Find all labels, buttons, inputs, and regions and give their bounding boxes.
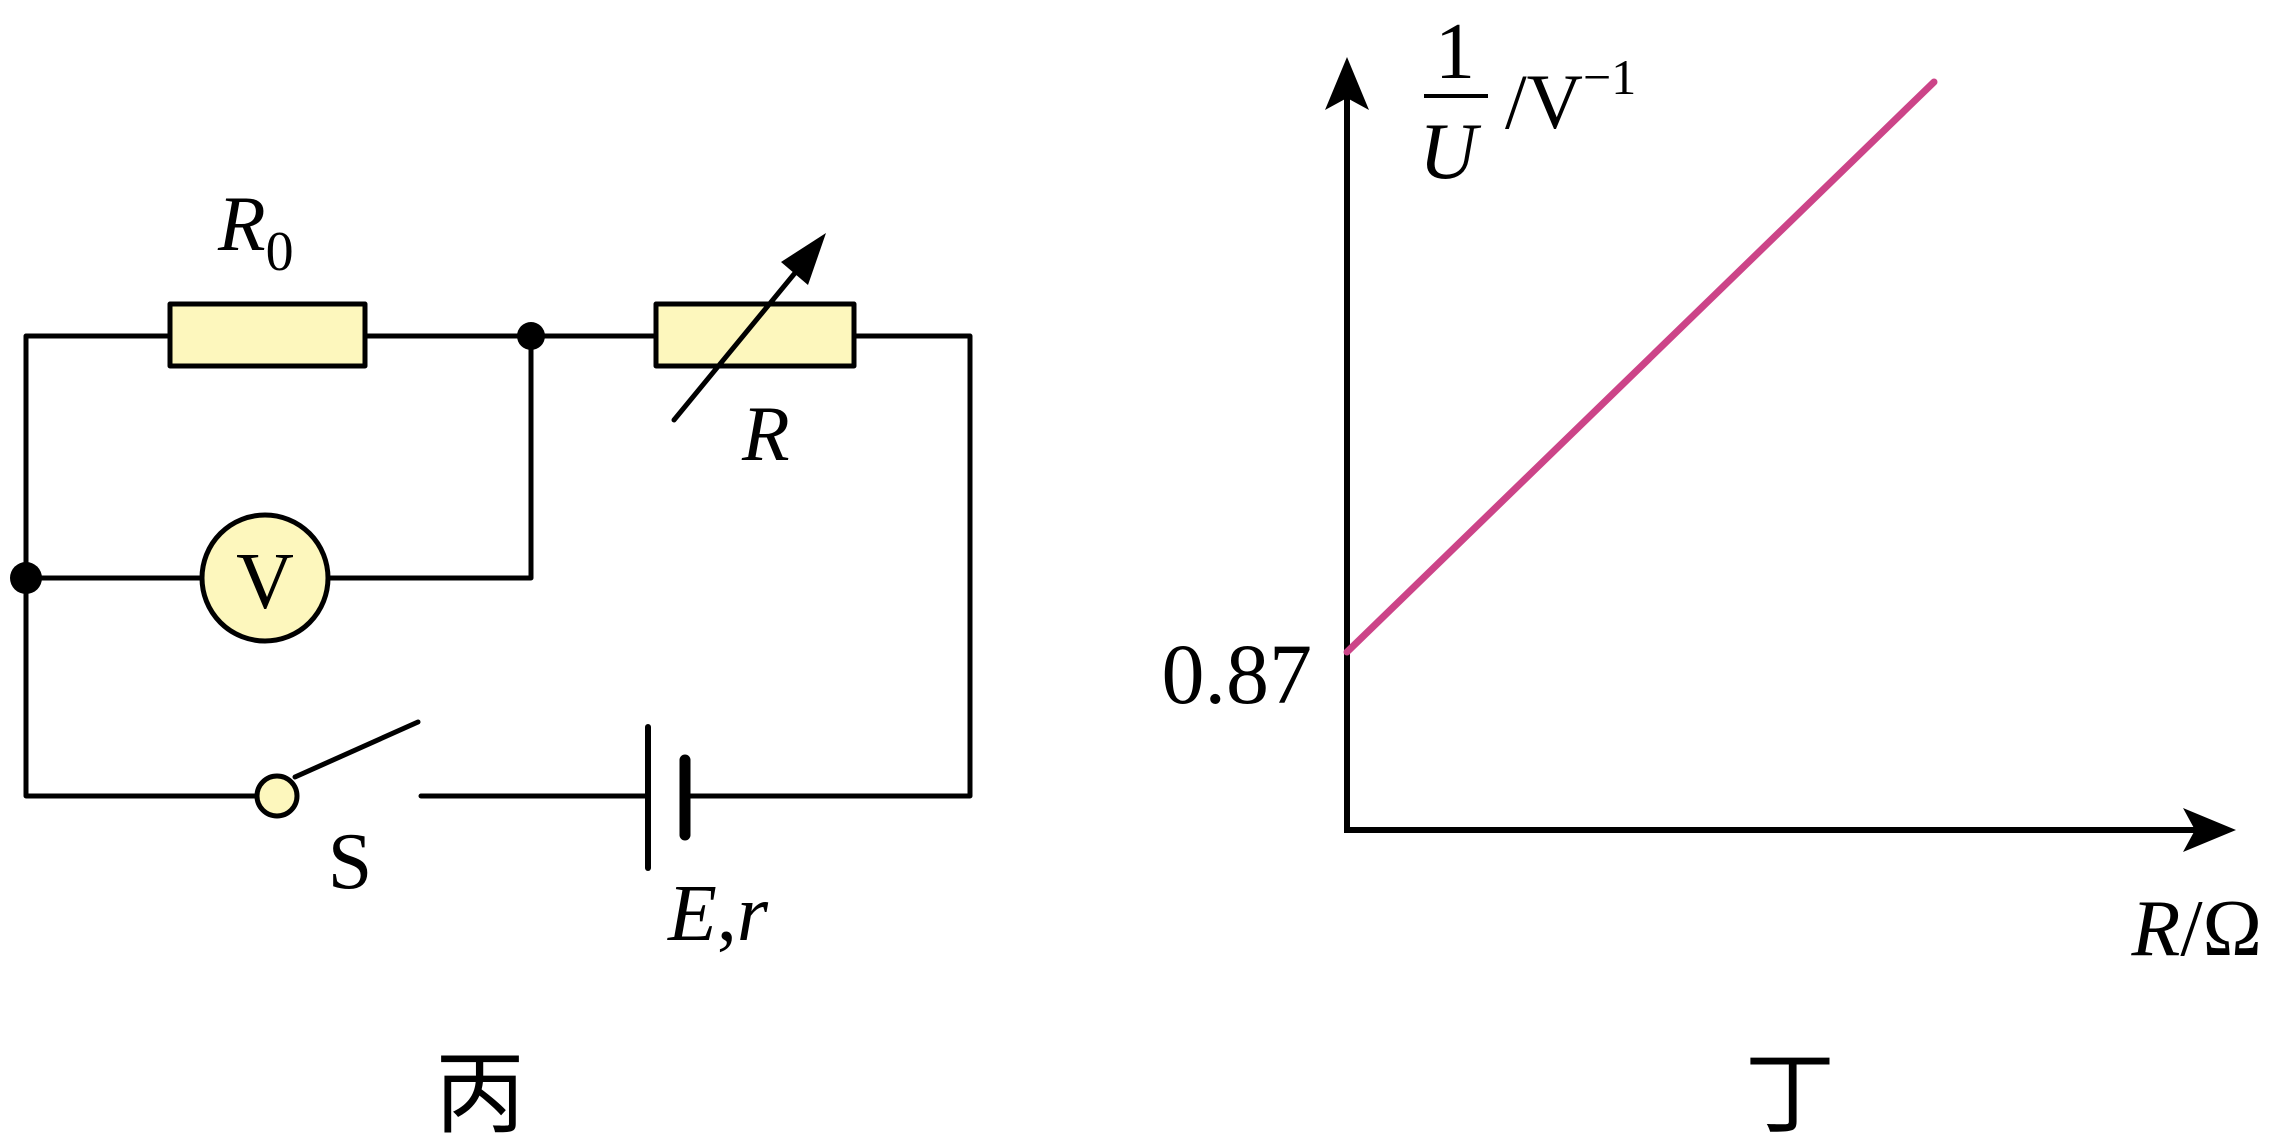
switch-pivot [254,773,300,819]
y-label-unit-base: /V [1505,58,1583,145]
switch-blade [292,719,421,780]
voltmeter [199,512,331,644]
battery-r-symbol: r [737,870,769,958]
voltmeter-label: V [236,538,294,626]
x-label-unit: /Ω [2180,885,2262,973]
graph-panel: 1 U /V−1 0.87 R/Ω 丁 [1162,8,2263,1146]
r0-label: R0 [217,180,294,283]
battery-separator: , [717,870,737,958]
x-label-symbol: R [2130,885,2180,973]
circuit-diagram [10,233,973,871]
y-axis-label: 1 U /V−1 [1419,8,1636,196]
junction-node-left [10,562,42,594]
x-axis-arrow-icon [2183,808,2236,852]
switch-label: S [328,818,373,906]
r0-symbol: R [217,180,266,267]
y-axis-arrow-icon [1325,57,1369,110]
x-axis-label: R/Ω [2130,885,2262,973]
y-label-unit-exponent: −1 [1583,49,1636,105]
r0-subscript: 0 [266,221,294,283]
rheostat-r [653,301,857,369]
graph-axes [1344,92,2213,833]
rheostat-arrow-shaft [671,259,807,423]
y-intercept-label: 0.87 [1162,626,1313,722]
y-label-denominator: U [1419,108,1482,196]
y-label-numerator: 1 [1435,8,1475,96]
y-label-unit: /V−1 [1505,49,1636,145]
graph-data-line [1343,78,1938,656]
battery-e-symbol: E [667,870,717,958]
circuit-wires [23,333,973,799]
resistor-r0 [167,301,368,369]
circuit-labels: R0 R V S E,r 丙 [217,180,790,1146]
rheostat-label: R [741,390,790,477]
graph-caption: 丁 [1745,1042,1835,1141]
rheostat-arrow-head-icon [781,233,826,285]
wire-voltmeter-right [326,333,534,581]
wire-right-loop [684,333,973,799]
battery-label: E,r [667,870,769,958]
junction-node-top [517,322,545,350]
circuit-caption: 丙 [435,1042,525,1141]
